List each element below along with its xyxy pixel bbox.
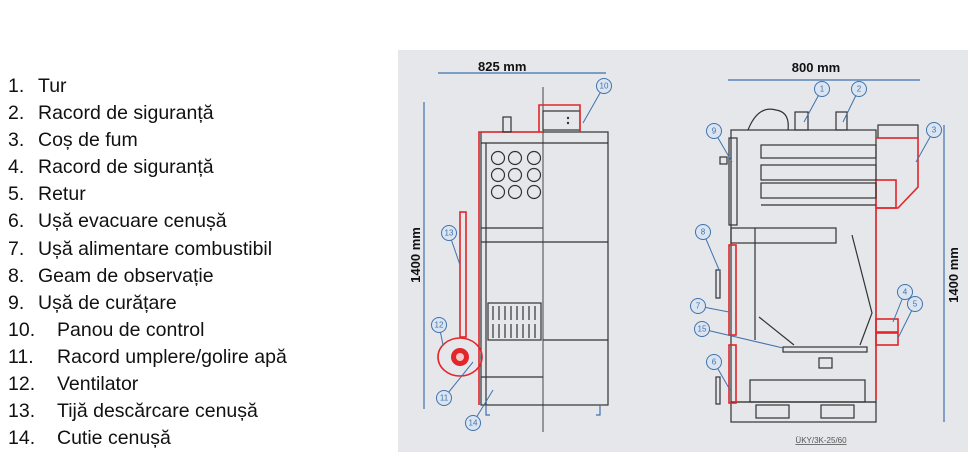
legend-item: 2. Racord de siguranță [8, 101, 287, 128]
callout-number: 7 [696, 302, 701, 311]
legend-label: Ușă evacuare cenușă [38, 210, 227, 233]
legend-number: 5. [8, 183, 25, 206]
legend-label: Racord de siguranță [38, 102, 214, 125]
callout-number: 9 [712, 127, 717, 136]
legend-number: 2. [8, 102, 25, 125]
callout-13: 13 [441, 225, 461, 266]
callout-11: 11 [436, 361, 474, 406]
legend-label: Racord de siguranță [38, 156, 214, 179]
side-height-label: 1400 mm [408, 227, 423, 283]
callout-7: 7 [690, 298, 730, 314]
legend-item: 13. Tijă descărcare cenușă [8, 399, 287, 426]
legend-item: 6. Ușă evacuare cenușă [8, 209, 287, 236]
legend-label: Geam de observație [38, 264, 214, 287]
callout-number: 11 [440, 394, 449, 403]
front-height-label: 1400 mm [946, 247, 961, 303]
legend-label: Ventilator [57, 373, 139, 396]
callout-number: 6 [712, 358, 717, 367]
legend-label: Ușă de curățare [38, 291, 177, 314]
callout-3: 3 [915, 122, 942, 163]
callout-10: 10 [582, 78, 612, 124]
callout-number: 12 [435, 321, 444, 330]
callout-8: 8 [695, 224, 721, 273]
legend-item: 14. Cutie cenușă [8, 426, 287, 453]
legend-item: 1. Tur [8, 74, 287, 101]
component-legend: 1. Tur 2. Racord de siguranță 3. Coș de fum 4.… [8, 74, 287, 453]
side-view: 825 mm 1400 mm [408, 59, 609, 432]
boiler-drawing: 825 mm 1400 mm 800 mm 1400 mm [408, 59, 961, 445]
callout-2: 2 [842, 81, 867, 123]
legend-item: 12. Ventilator [8, 372, 287, 399]
legend-number: 12. [8, 373, 36, 396]
legend-label: Racord umplere/golire apă [57, 345, 287, 368]
callout-number: 14 [469, 419, 478, 428]
side-width-label: 825 mm [478, 59, 526, 74]
legend-item: 3. Coș de fum [8, 128, 287, 155]
fan [437, 337, 483, 377]
legend-item: 4. Racord de siguranță [8, 155, 287, 182]
legend-number: 6. [8, 210, 25, 233]
legend-number: 3. [8, 129, 25, 152]
callout-number: 5 [913, 300, 918, 309]
callout-15: 15 [694, 321, 784, 349]
control-panel [542, 110, 581, 131]
callout-number: 15 [698, 325, 707, 334]
callout-number: 1 [820, 85, 825, 94]
boiler-diagram: 825 mm 1400 mm 800 mm 1400 mm [398, 50, 968, 452]
ash-rod [459, 211, 467, 338]
callout-number: 3 [932, 126, 937, 135]
callout-number: 2 [857, 85, 862, 94]
callout-1: 1 [803, 81, 830, 123]
legend-label: Tur [38, 75, 67, 97]
legend-label: Tijă descărcare cenușă [57, 400, 258, 423]
legend-label: Cutie cenușă [57, 427, 171, 450]
callout-9: 9 [706, 123, 733, 163]
legend-item: 5. Retur [8, 182, 287, 209]
callout-4: 4 [892, 284, 913, 323]
legend-label: Retur [38, 183, 86, 206]
callout-12: 12 [431, 317, 447, 346]
legend-number: 14. [8, 427, 36, 450]
callout-number: 4 [903, 288, 908, 297]
legend-label: Panou de control [57, 318, 205, 341]
legend-number: 1. [8, 75, 25, 97]
legend-item: 9. Ușă de curățare [8, 291, 287, 318]
callout-number: 13 [445, 229, 454, 238]
legend-number: 10. [8, 318, 36, 341]
legend-item: 7. Ușă alimentare combustibil [8, 237, 287, 264]
legend-number: 7. [8, 237, 25, 260]
legend-item: 10. Panou de control [8, 318, 287, 345]
callout-number: 10 [600, 82, 609, 91]
legend-item: 11. Racord umplere/golire apă [8, 345, 287, 372]
model-caption: ÜKY/3K-25/60 [795, 436, 847, 445]
front-width-label: 800 mm [792, 60, 840, 75]
callout-5: 5 [897, 296, 923, 339]
callout-6: 6 [706, 354, 731, 391]
legend-label: Ușă alimentare combustibil [38, 237, 273, 260]
legend-item: 8. Geam de observație [8, 264, 287, 291]
legend-number: 8. [8, 264, 25, 287]
legend-label: Coș de fum [38, 129, 138, 152]
front-view: 800 mm 1400 mm ÜKY/3K-25/60 [715, 60, 961, 445]
callout-14: 14 [465, 389, 494, 431]
legend-number: 9. [8, 291, 25, 314]
legend-number: 11. [8, 345, 34, 368]
callout-number: 8 [701, 228, 706, 237]
legend-number: 4. [8, 156, 25, 179]
legend-number: 13. [8, 400, 36, 423]
